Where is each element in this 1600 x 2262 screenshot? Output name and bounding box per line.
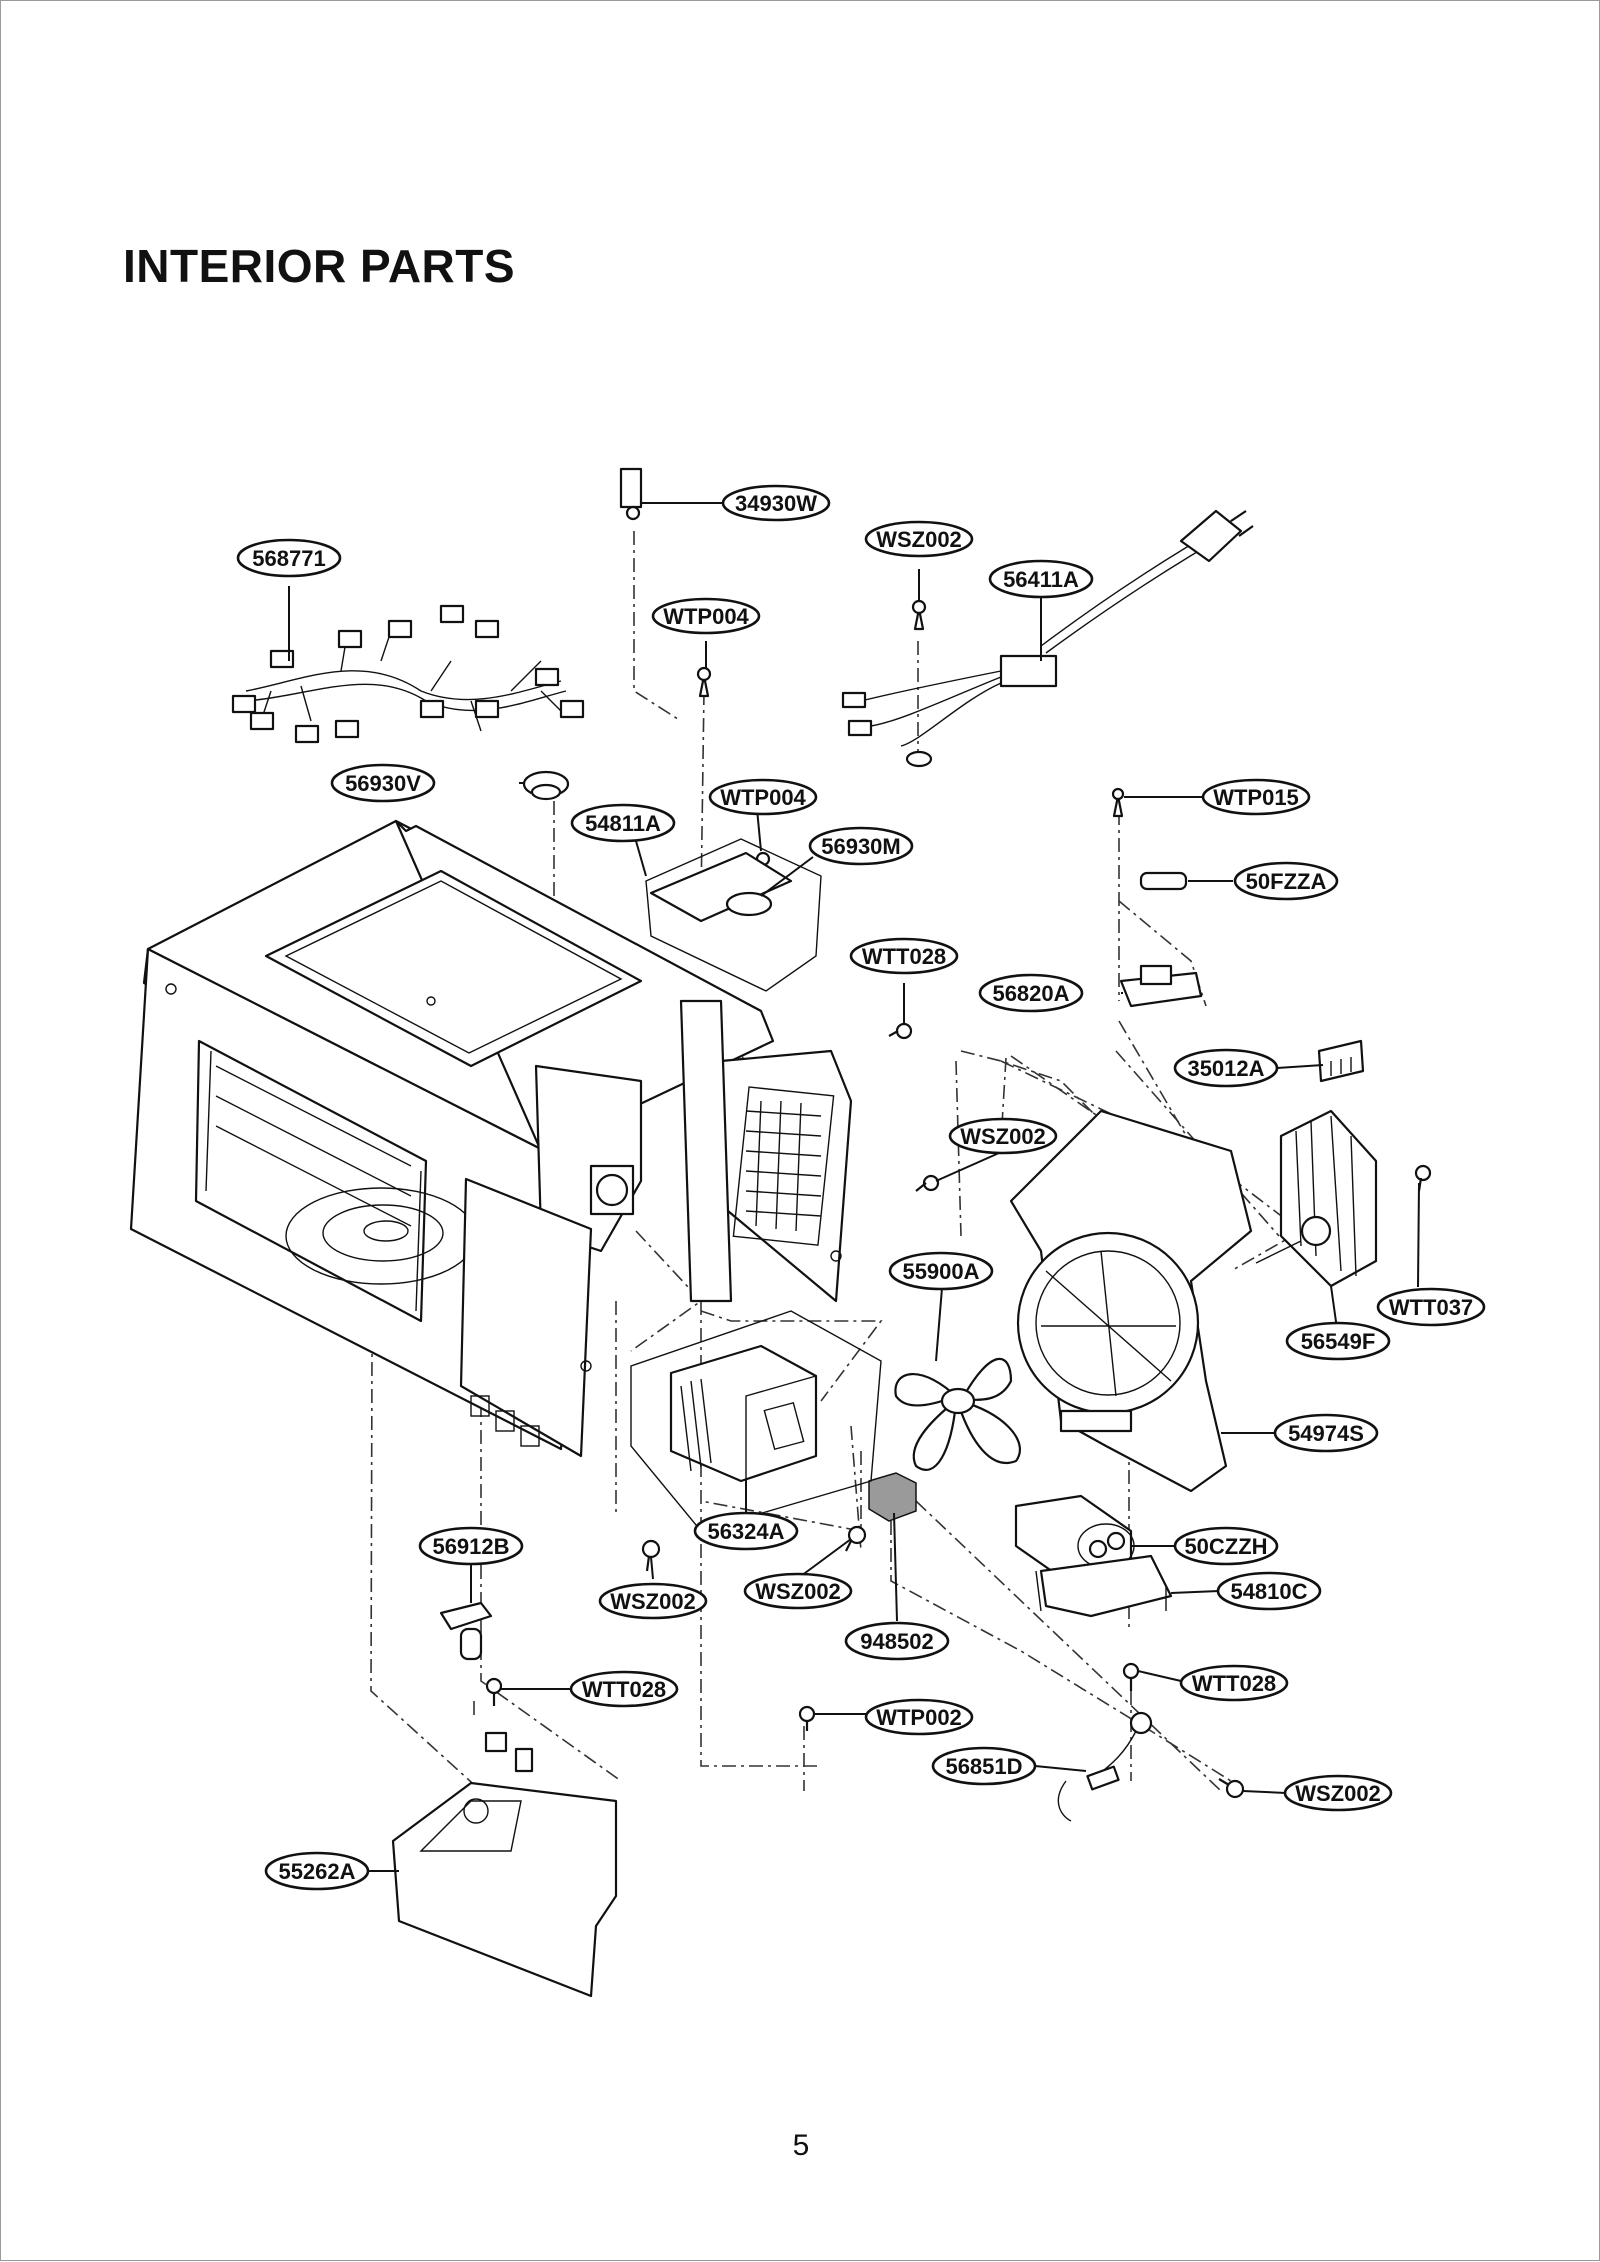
svg-text:56912B: 56912B [432, 1534, 509, 1559]
svg-text:WSZ002: WSZ002 [755, 1579, 841, 1604]
svg-text:56549F: 56549F [1301, 1329, 1376, 1354]
waveguide-cover [391, 1731, 618, 1998]
label-wsz002-bottom: WSZ002 [1283, 1774, 1393, 1812]
svg-text:WTT028: WTT028 [582, 1677, 666, 1702]
transformer [1255, 1109, 1378, 1288]
label-wsz002-cord: WSZ002 [864, 520, 974, 558]
svg-text:WTP004: WTP004 [720, 785, 806, 810]
oven-cavity-chassis [129, 819, 853, 1458]
label-56912b: 56912B [418, 1526, 524, 1566]
capacitor-and-bracket [1014, 1494, 1173, 1618]
svg-text:568771: 568771 [252, 546, 325, 571]
label-54811a: 54811A [570, 803, 676, 843]
svg-text:55262A: 55262A [278, 1859, 355, 1884]
label-wtp015: WTP015 [1201, 778, 1311, 816]
label-55900a: 55900A [888, 1251, 994, 1291]
label-948502: 948502 [844, 1621, 950, 1661]
svg-text:54974S: 54974S [1288, 1421, 1364, 1446]
leader-lines [288, 502, 1420, 1872]
svg-text:WTP015: WTP015 [1213, 785, 1299, 810]
label-wtt028-right: WTT028 [1179, 1664, 1289, 1702]
label-56324a: 56324A [693, 1511, 799, 1551]
label-wtp004-bracket: WTP004 [708, 778, 818, 816]
label-50fzza: 50FZZA [1233, 861, 1339, 901]
label-wsz002-left: WSZ002 [598, 1582, 708, 1620]
label-56851d: 56851D [931, 1746, 1037, 1786]
part-labels: 34930W 568771 WSZ002 56411A WTP004 56930… [236, 484, 1486, 1891]
svg-text:56324A: 56324A [707, 1519, 784, 1544]
svg-text:WTT028: WTT028 [862, 944, 946, 969]
svg-text:WTT037: WTT037 [1389, 1295, 1473, 1320]
label-56820a: 56820A [978, 973, 1084, 1013]
label-34930w: 34930W [721, 484, 831, 522]
svg-text:WSZ002: WSZ002 [1295, 1781, 1381, 1806]
label-56930v: 56930V [330, 763, 436, 803]
svg-text:50CZZH: 50CZZH [1184, 1534, 1267, 1559]
label-35012a: 35012A [1173, 1048, 1279, 1088]
svg-text:WSZ002: WSZ002 [876, 527, 962, 552]
svg-text:948502: 948502 [860, 1629, 933, 1654]
label-wsz002-wall: WSZ002 [948, 1117, 1058, 1155]
label-54974s: 54974S [1273, 1413, 1379, 1453]
svg-text:56930V: 56930V [345, 771, 421, 796]
svg-text:WSZ002: WSZ002 [610, 1589, 696, 1614]
label-wtp002: WTP002 [864, 1698, 974, 1736]
page-number: 5 [792, 2129, 810, 2162]
svg-text:34930W: 34930W [735, 491, 817, 516]
svg-text:56930M: 56930M [821, 834, 901, 859]
magnetron [630, 1310, 882, 1532]
label-wtt028-left: WTT028 [569, 1670, 679, 1708]
wire-harness [231, 604, 585, 744]
svg-text:35012A: 35012A [1187, 1056, 1264, 1081]
svg-text:54810C: 54810C [1230, 1579, 1307, 1604]
label-568771: 568771 [236, 538, 342, 578]
page-title: INTERIOR PARTS [123, 240, 516, 292]
fan-blade [894, 1357, 1022, 1471]
label-wtt037: WTT037 [1376, 1287, 1486, 1327]
svg-text:50FZZA: 50FZZA [1246, 869, 1327, 894]
label-56930m: 56930M [808, 826, 914, 866]
svg-text:WTT028: WTT028 [1192, 1671, 1276, 1696]
label-54810c: 54810C [1216, 1571, 1322, 1611]
svg-text:54811A: 54811A [585, 811, 661, 836]
label-56549f: 56549F [1285, 1321, 1391, 1361]
svg-text:WTP002: WTP002 [876, 1705, 962, 1730]
label-55262a: 55262A [264, 1851, 370, 1891]
svg-text:56820A: 56820A [992, 981, 1069, 1006]
label-50czzh: 50CZZH [1173, 1526, 1279, 1566]
svg-text:55900A: 55900A [902, 1259, 979, 1284]
label-wtt028-top: WTT028 [849, 937, 959, 975]
power-cord [841, 509, 1254, 747]
svg-text:56411A: 56411A [1003, 567, 1079, 592]
svg-text:WTP004: WTP004 [663, 604, 749, 629]
thermostat-bracket [645, 838, 822, 992]
label-wtp004-top: WTP004 [651, 597, 761, 635]
air-guide [1009, 1109, 1253, 1493]
label-56411a: 56411A [988, 559, 1094, 599]
label-wsz002-magnetron: WSZ002 [743, 1572, 853, 1610]
svg-text:56851D: 56851D [945, 1754, 1022, 1779]
svg-text:WSZ002: WSZ002 [960, 1124, 1046, 1149]
